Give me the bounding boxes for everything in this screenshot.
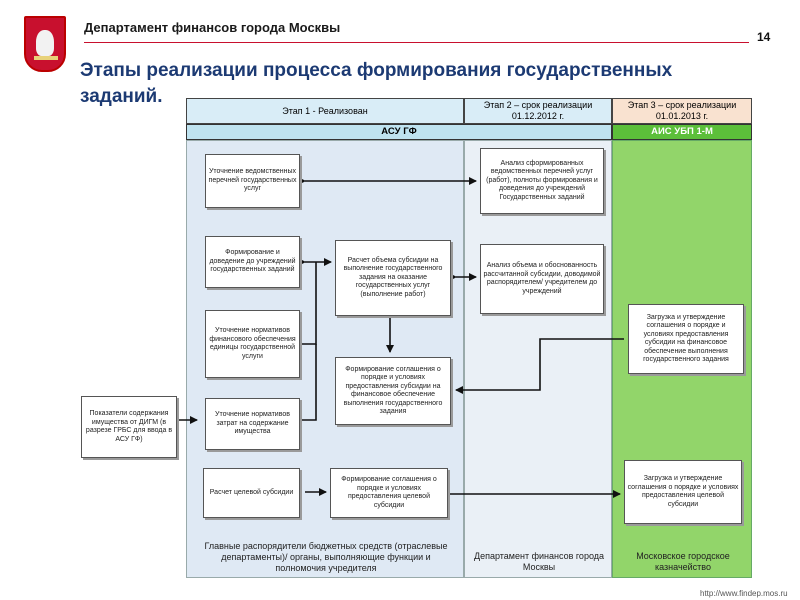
box-form-subsidy-agreement: Формирование соглашения о порядке и усло…: [335, 357, 451, 425]
moscow-coat-of-arms-icon: [24, 16, 66, 72]
depfin-column-label: Департамент финансов города Москвы: [473, 551, 605, 572]
grbs-column-label: Главные распорядители бюджетных средств …: [204, 541, 448, 573]
department-name: Департамент финансов города Москвы: [84, 20, 341, 35]
asu-gf-header: АСУ ГФ: [186, 124, 612, 140]
stage-1-header: Этап 1 - Реализован: [186, 98, 464, 124]
box-load-target-agreement: Загрузка и утверждение соглашения о поря…: [624, 460, 742, 524]
slide-title: Этапы реализации процесса формирования г…: [80, 60, 673, 107]
treasury-column-label: Московское городское казначейство: [636, 551, 730, 572]
footer-url: http://www.findep.mos.ru: [700, 589, 788, 598]
external-indicators-box: Показатели содержания имущества от ДИГМ …: [81, 396, 177, 458]
box-update-property-norms: Уточнение нормативов затрат на содержани…: [205, 398, 300, 450]
box-target-subsidy-calc: Расчет целевой субсидии: [203, 468, 300, 518]
box-subsidy-volume-calc: Расчет объема субсидии на выполнение гос…: [335, 240, 451, 316]
stage-3-header: Этап 3 – срок реализации 01.01.2013 г.: [612, 98, 752, 124]
arrow-b4-c1: [301, 344, 317, 421]
box-update-service-lists: Уточнение ведомственных перечней государ…: [205, 154, 300, 208]
arrow-b3-c1: [301, 262, 317, 345]
ais-ubp-header: АИС УБП 1-М: [612, 124, 752, 140]
arrow-e1-c2: [455, 338, 624, 394]
box-update-financing-norms: Уточнение нормативов финансового обеспеч…: [205, 310, 300, 378]
box-load-subsidy-agreement: Загрузка и утверждение соглашения о поря…: [628, 304, 744, 374]
box-form-assignments: Формирование и доведение до учреждений г…: [205, 236, 300, 288]
page-number: 14: [757, 30, 771, 44]
header-rule: [84, 42, 749, 43]
stage-2-header: Этап 2 – срок реализации 01.12.2012 г.: [464, 98, 612, 124]
box-analysis-service-lists: Анализ сформированных ведомственных пере…: [480, 148, 604, 214]
box-form-target-agreement: Формирование соглашения о порядке и усло…: [330, 468, 448, 518]
box-analysis-subsidy: Анализ объема и обоснованность рассчитан…: [480, 244, 604, 314]
